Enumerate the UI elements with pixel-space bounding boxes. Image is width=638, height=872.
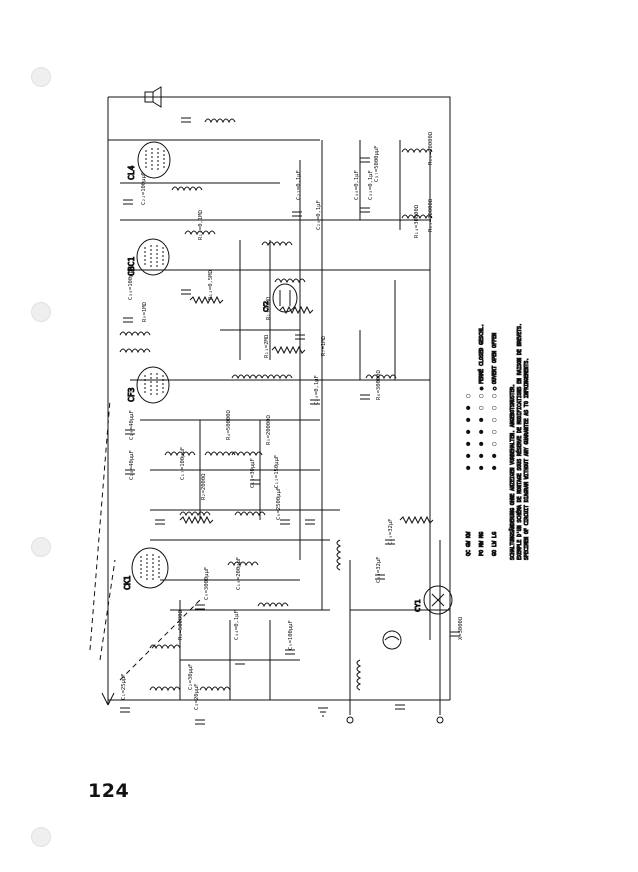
switch-state: ● <box>464 429 472 434</box>
tube-label-cbc1: CBC1 <box>127 257 136 276</box>
switch-state: ● <box>464 417 472 422</box>
component-label: R₁₂=0,5MΩ <box>208 270 214 300</box>
switch-state: ● <box>477 429 485 434</box>
component-label: R₁₁=2MΩ <box>264 334 270 358</box>
component-label: R₁₃=1MΩ <box>266 296 272 320</box>
component-label: R₁₀=0,1MΩ <box>198 210 204 240</box>
switch-row-label: PO MW MG <box>479 532 485 556</box>
component-label: C₆=2500μμF <box>276 487 282 520</box>
tube-cl4 <box>137 141 171 179</box>
tube-label-ck1: CK1 <box>123 575 132 590</box>
terminals <box>318 707 444 724</box>
loudspeaker-icon <box>144 86 162 108</box>
switch-state: ● <box>477 465 485 470</box>
note-line: SCHALTUNGSÄNDERUNG OHNE ANZEIGEN VORBEHA… <box>509 384 516 560</box>
switch-row-label: GO LW LG <box>492 532 498 556</box>
component-label: C₁₅=30μμF <box>250 458 256 488</box>
component-label: C₄₃=32μF <box>376 557 382 584</box>
component-label: R₁₅=20000Ω <box>428 198 434 232</box>
tube-label-cl4: CL4 <box>127 165 136 180</box>
component-label: R₁=50000Ω <box>178 610 184 640</box>
switch-state: ○ <box>490 418 498 422</box>
switch-state: ○ <box>477 394 485 398</box>
legend-closed: ● FERMÉ CLOSED GESCHL. <box>477 324 485 390</box>
switch-state: ● <box>490 453 498 458</box>
component-label: C₁₉=40μμF <box>129 410 135 440</box>
tube-label-cy1: CY1 <box>414 599 422 612</box>
component-label: C₁=25μμF <box>121 674 127 701</box>
component-label: R₂=2000Ω <box>201 473 207 500</box>
component-label: C₂₇=0,1μF <box>296 170 302 200</box>
component-label: R₇=1MΩ <box>321 335 327 356</box>
component-label: C₃=20μμF <box>194 684 200 711</box>
switch-state: ● <box>464 453 472 458</box>
switch-state: ○ <box>477 406 485 410</box>
component-label: C₁₇=100μμF <box>180 447 186 480</box>
component-label: R₄=50000Ω <box>226 410 232 440</box>
tube-cy1 <box>423 585 453 615</box>
binder-hole <box>31 302 51 322</box>
switch-state: ● <box>477 441 485 446</box>
wiring <box>107 96 451 715</box>
component-label: C₃₀=100μμF <box>128 267 134 300</box>
tube-cf3 <box>136 366 170 404</box>
switch-state: ● <box>490 465 498 470</box>
component-label: X=3000Ω <box>458 616 464 640</box>
switch-row-label: QC GW KW <box>466 531 472 556</box>
gang-link <box>89 399 201 681</box>
component-label: C₄₀=0,1μF <box>354 170 360 200</box>
component-label: C₁₈=40μμF <box>129 450 135 480</box>
component-labels: R₁₆=20000Ω R₁₅=20000Ω R₁₄=30000Ω C₄₀=0,1μF C… <box>121 131 464 710</box>
switch-state: ○ <box>490 430 498 434</box>
component-label: C₅=100μμF <box>288 620 294 650</box>
tube-cbc1 <box>136 238 170 276</box>
component-label: C₂₆=0,1μF <box>316 200 322 230</box>
component-label: C₁₀=200μμF <box>236 557 242 590</box>
component-label: C₁₂=150μμF <box>274 455 280 488</box>
note-line: SPECIMEN OF CIRCUIT DIAGRAM WITHOUT ANY … <box>524 358 530 560</box>
antenna-icon <box>101 691 115 706</box>
tube-label-cy2: CY2 <box>263 301 270 312</box>
pilot-lamp <box>382 630 402 650</box>
component-label: C₂₀=0,1μF <box>314 375 320 405</box>
component-label: C₉=3000μμF <box>204 567 210 600</box>
binder-hole <box>31 827 51 847</box>
switch-state: ● <box>464 405 472 410</box>
component-label: C₂₂=100μμF <box>141 172 147 205</box>
binder-hole <box>31 537 51 557</box>
switch-state: ○ <box>490 442 498 446</box>
component-label: R₅=20000Ω <box>266 415 272 445</box>
switch-table: ● ● ● ● ● ● ○ ● ● ● ● ● ○ ○ ● ● ○ ○ ○ ○ ○ <box>464 394 498 470</box>
component-label: C₃₇=5000μμF <box>374 146 380 182</box>
switch-state: ○ <box>464 394 472 398</box>
switch-state: ● <box>477 453 485 458</box>
tube-cy2 <box>272 283 298 313</box>
component-label: C₂=30μμF <box>188 664 194 691</box>
component-label: C₄₄=0,1μF <box>234 610 240 640</box>
switch-state: ● <box>464 441 472 446</box>
switch-state: ● <box>477 417 485 422</box>
component-label: C₄₅=32μF <box>388 519 394 546</box>
binder-hole <box>31 67 51 87</box>
component-label: R₈=30000Ω <box>376 370 382 400</box>
page-number: 124 <box>88 780 130 802</box>
component-label: C₃₅=0,1μF <box>368 170 374 200</box>
component-label: R₁₆=20000Ω <box>428 131 434 165</box>
coils <box>119 118 433 691</box>
component-label: R₁₄=30000Ω <box>414 204 420 238</box>
tube-ck1 <box>131 547 169 589</box>
tube-label-cf3: CF3 <box>127 387 136 402</box>
note-line: EXEMPLE D'UN SCHÉMA DE MONTAGE SOUS RÉSE… <box>515 323 523 560</box>
switch-state: ● <box>464 465 472 470</box>
component-label: R₉=1MΩ <box>142 301 148 322</box>
legend-open: ○ OUVERT OPEN OFFEN <box>492 333 498 390</box>
switch-state: ○ <box>490 394 498 398</box>
switch-state: ○ <box>490 406 498 410</box>
